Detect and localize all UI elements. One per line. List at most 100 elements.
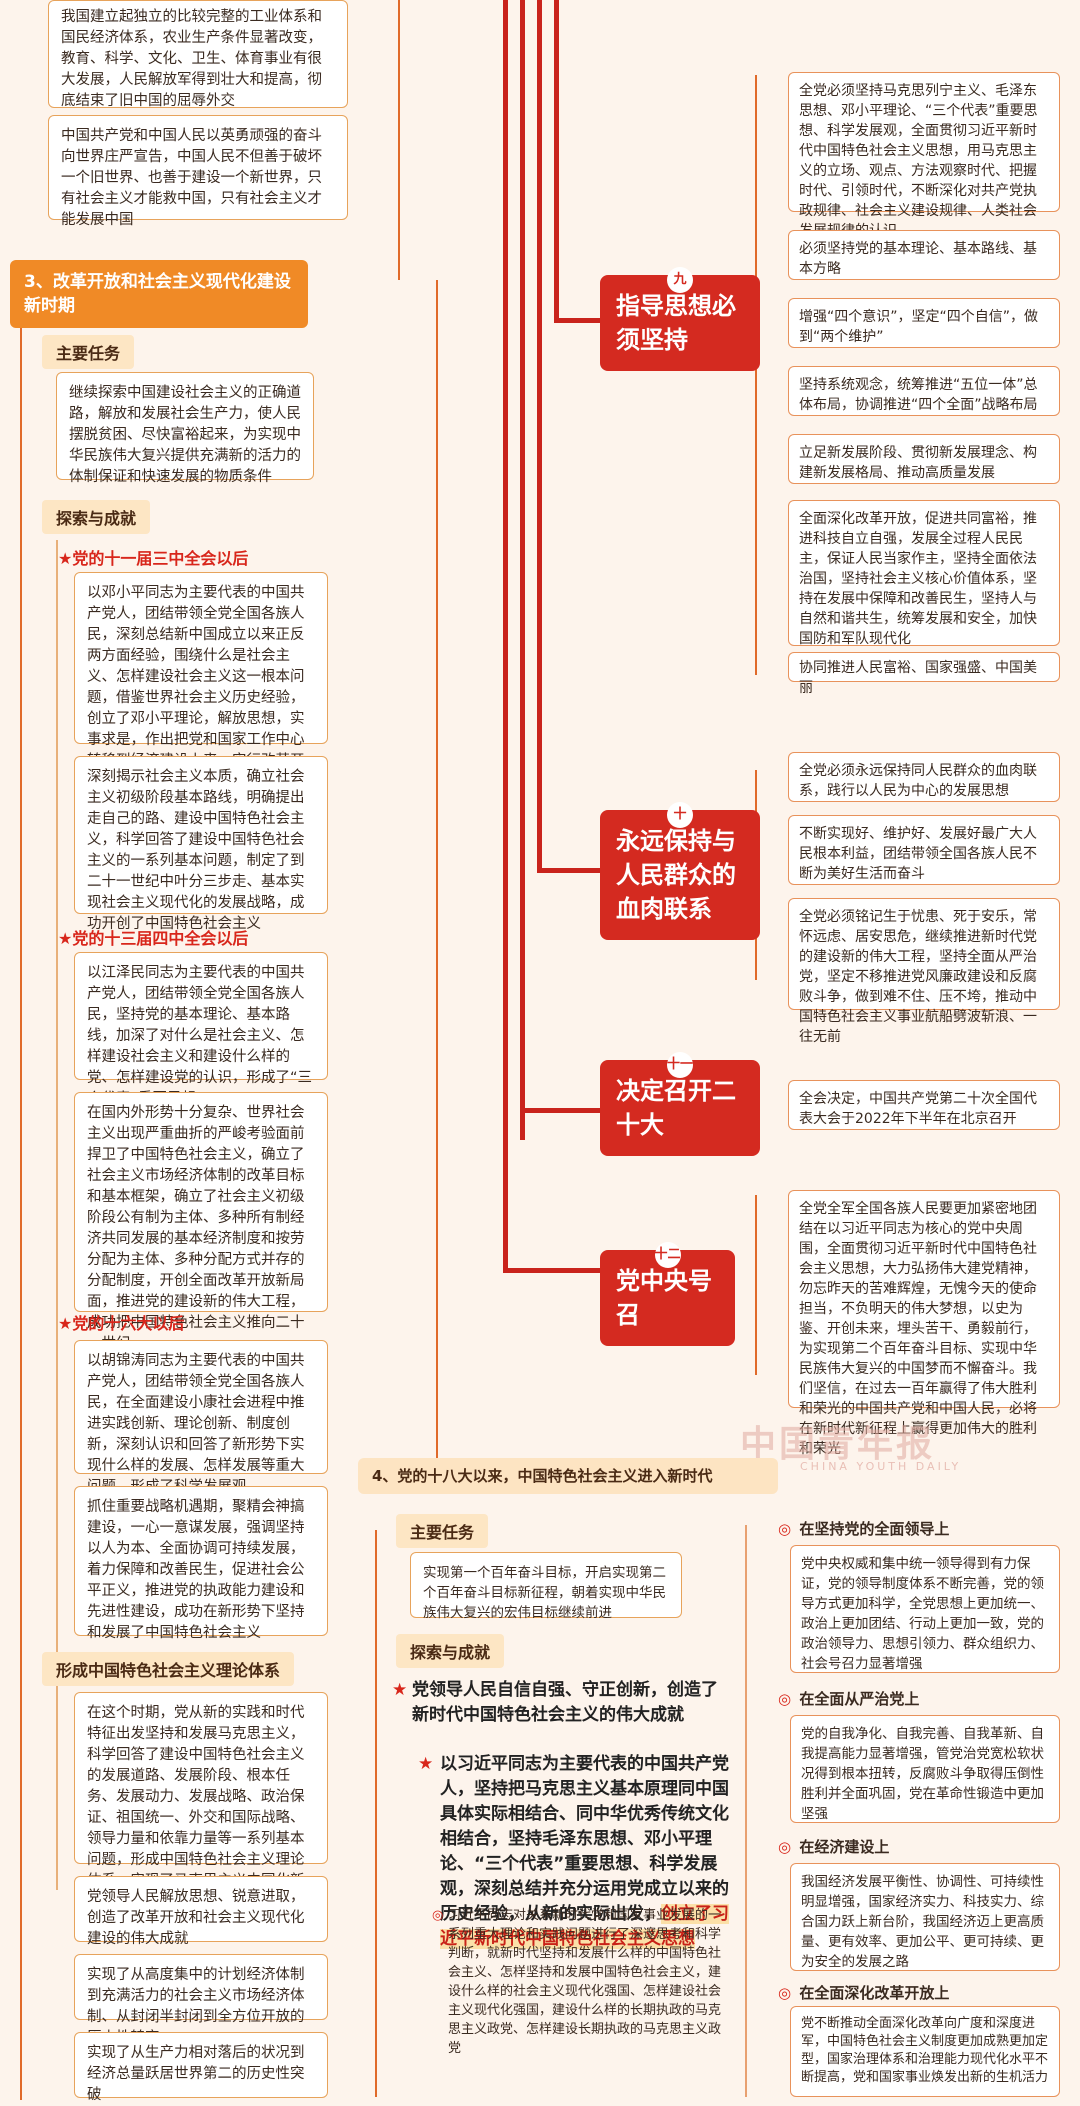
section3-explore-label: 探索与成就 [56, 509, 137, 528]
right11-box: 全会决定，中国共产党第二十次全国代表大会于2022年下半年在北京召开 [788, 1080, 1060, 1130]
sub2-box-2-text: 在国内外形势十分复杂、世界社会主义出现严重曲折的严峻考验面前捍卫了中国特色社会主… [87, 1105, 305, 1352]
right9-branch [755, 75, 757, 675]
left-top-box-1: 我国建立起独立的比较完整的工业体系和国民经济体系，农业生产条件显著改变，教育、科… [48, 0, 348, 109]
chapter-9-number: 九 [667, 267, 693, 293]
right9-box-6: 全面深化改革开放，促进共同富裕，推进科技自立自强，发展全过程人民民主，保证人民当… [788, 500, 1060, 647]
sub3-box-1: 以胡锦涛同志为主要代表的中国共产党人，团结带领全党全国各族人民，在全面建设小康社… [74, 1340, 328, 1495]
section3-sub-line [56, 540, 58, 1890]
section4-title-bar: 4、党的十八大以来，中国特色社会主义进入新时代 [358, 1458, 778, 1494]
theory-box-2: 党领导人民解放思想、锐意进取，创造了改革开放和社会主义现代化建设的伟大成就 [74, 1876, 328, 1947]
right9-box-2-text: 必须坚持党的基本理论、基本路线、基本方略 [799, 241, 1037, 277]
theory-box-1: 在这个时期，党从新的实践和时代特征出发坚持和发展马克思主义，科学回答了建设中国特… [74, 1692, 328, 1910]
chapter-10-title: 永远保持与人民群众的血肉联系 [616, 827, 736, 923]
main-red-trunk-4 [554, 0, 559, 320]
theory-label: 形成中国特色社会主义理论体系 [56, 1661, 281, 1680]
sub2-box-2: 在国内外形势十分复杂、世界社会主义出现严重曲折的严峻考验面前捍卫了中国特色社会主… [74, 1092, 328, 1352]
s4-right-head-2-text: 在全面从严治党上 [799, 1690, 920, 1708]
section4-star-2-text: 以习近平同志为主要代表的中国共产党人，坚持把马克思主义基本原理同中国具体实际相结… [440, 1754, 729, 1924]
chapter-10-number: 十 [667, 802, 693, 828]
section3-explore-tag: 探索与成就 [42, 500, 151, 534]
s4-right-box-2: 党的自我净化、自我完善、自我革新、自我提高能力显著增强，管党治党宽松软状况得到根… [790, 1715, 1060, 1823]
bullet-icon: ◎ [432, 1908, 444, 1923]
section4-task-label: 主要任务 [410, 1523, 475, 1542]
right10-box-2-text: 不断实现好、维护好、发展好最广大人民根本利益，团结带领全国各族人民不断为美好生活… [799, 826, 1037, 882]
chapter-11-title: 决定召开二十大 [616, 1077, 736, 1139]
right10-box-1: 全党必须永远保持同人民群众的血肉联系，践行以人民为中心的发展思想 [788, 752, 1060, 802]
s4-right-head-3-text: 在经济建设上 [799, 1838, 890, 1856]
right12-branch [755, 1195, 757, 1375]
theory-box-4: 实现了从生产力相对落后的状况到经济总量跃居世界第二的历史性突破 [74, 2032, 328, 2103]
theory-box-2-text: 党领导人民解放思想、锐意进取，创造了改革开放和社会主义现代化建设的伟大成就 [87, 1889, 305, 1947]
watermark-english: CHINA YOUTH DAILY [800, 1460, 962, 1473]
right9-box-5-text: 立足新发展阶段、贯彻新发展理念、构建新发展格局、推动高质量发展 [799, 445, 1037, 481]
section4-star-2-highlight: 创立了习近平新时代中国特色社会主义思想 [440, 1904, 729, 1949]
right10-box-2: 不断实现好、维护好、发展好最广大人民根本利益，团结带领全国各族人民不断为美好生活… [788, 815, 1060, 885]
right9-box-6-text: 全面深化改革开放，促进共同富裕，推进科技自立自强，发展全过程人民民主，保证人民当… [799, 511, 1037, 647]
right9-box-1-text: 全党必须坚持马克思列宁主义、毛泽东思想、邓小平理论、“三个代表”重要思想、科学发… [799, 83, 1038, 239]
left-spine-line-2 [436, 280, 438, 1470]
left-top-box-2: 中国共产党和中国人民以英勇顽强的奋斗向世界庄严宣告，中国人民不但善于破坏一个旧世… [48, 115, 348, 228]
right9-box-3-text: 增强“四个意识”，坚定“四个自信”，做到“两个维护” [799, 309, 1039, 345]
section3-task-text: 继续探索中国建设社会主义的正确道路，解放和发展社会生产力，使人民摆脱贫困、尽快富… [69, 385, 301, 485]
section4-task-box: 实现第一个百年奋斗目标，开启实现第二个百年奋斗目标新征程，朝着实现中华民族伟大复… [410, 1552, 682, 1621]
s4-right-box-4: 党不断推动全面深化改革向广度和深度进军，中国特色社会主义制度更加成熟更加定型，国… [790, 2006, 1060, 2097]
sub1-box-1: 以邓小平同志为主要代表的中国共产党人，团结带领全党全国各族人民，深刻总结新中国成… [74, 572, 328, 790]
chapter-12-title: 党中央号召 [616, 1267, 712, 1329]
chapter-11: 十一 决定召开二十大 [600, 1052, 760, 1156]
section4-explore-label: 探索与成就 [410, 1643, 491, 1662]
right9-box-4-text: 坚持系统观念，统筹推进“五位一体”总体布局，协调推进“四个全面”战略布局 [799, 377, 1038, 413]
main-red-trunk [503, 0, 508, 1270]
section4-star-1-text: 党领导人民自信自强、守正创新，创造了新时代中国特色社会主义的伟大成就 [412, 1680, 718, 1725]
right10-box-3: 全党必须铭记生于忧患、死于安乐，常怀远虑、居安思危，继续推进新时代党的建设新的伟… [788, 898, 1060, 1045]
star-icon-2: ★ [418, 1754, 434, 1774]
s4-right-head-4: 在全面深化改革开放上 [778, 1982, 949, 2003]
s4-right-box-3: 我国经济发展平衡性、协调性、可持续性明显增强，国家经济实力、科技实力、综合国力跃… [790, 1863, 1060, 1971]
section4-subpoint-text: 习近平同志对关系新时代党和国家事业发展的一系列重大理论和实践问题进行了深邃思考和… [448, 1908, 722, 2056]
section3-title: 3、改革开放和社会主义现代化建设新时期 [24, 272, 291, 316]
right9-box-7-text: 协同推进人民富裕、国家强盛、中国美丽 [799, 660, 1037, 696]
right12-box: 全党全军全国各族人民要更加紧密地团结在以习近平同志为核心的党中央周围，全面贯彻习… [788, 1190, 1060, 1457]
sub2-box-1: 以江泽民同志为主要代表的中国共产党人，团结带领全党全国各族人民，坚持党的基本理论… [74, 952, 328, 1107]
s4-right-head-4-text: 在全面深化改革开放上 [799, 1984, 950, 2002]
sub2-box-1-text: 以江泽民同志为主要代表的中国共产党人，团结带领全党全国各族人民，坚持党的基本理论… [87, 965, 313, 1107]
section4-explore-tag: 探索与成就 [396, 1634, 505, 1668]
red-to-c11 [520, 1108, 600, 1113]
sub1-box-2: 深刻揭示社会主义本质，确立社会主义初级阶段基本路线，明确提出走自己的路、建设中国… [74, 756, 328, 932]
right-section4-branch [745, 1525, 747, 2097]
chapter-11-number: 十一 [667, 1052, 693, 1078]
sub2-title: ★党的十三届四中全会以后 [58, 929, 249, 948]
sub3-box-2: 抓住重要战略机遇期，聚精会神搞建设，一心一意谋发展，强调坚持以人为本、全面协调可… [74, 1486, 328, 1641]
main-red-trunk-3 [537, 0, 542, 870]
sub3-box-2-text: 抓住重要战略机遇期，聚精会神搞建设，一心一意谋发展，强调坚持以人为本、全面协调可… [87, 1499, 305, 1641]
section3-task-box: 继续探索中国建设社会主义的正确道路，解放和发展社会生产力，使人民摆脱贫困、尽快富… [56, 372, 314, 485]
chapter-10: 十 永远保持与人民群众的血肉联系 [600, 802, 760, 940]
s4-right-box-2-text: 党的自我净化、自我完善、自我革新、自我提高能力显著增强，管党治党宽松软状况得到根… [801, 1726, 1044, 1822]
chapter-9-title: 指导思想必须坚持 [616, 292, 736, 354]
section3-task-tag: 主要任务 [42, 335, 135, 369]
s4-right-box-4-text: 党不断推动全面深化改革向广度和深度进军，中国特色社会主义制度更加成熟更加定型，国… [801, 2016, 1049, 2085]
section4-star-2: ★ 以习近平同志为主要代表的中国共产党人，坚持把马克思主义基本原理同中国具体实际… [418, 1752, 735, 1952]
sub1-title: ★党的十一届三中全会以后 [58, 549, 249, 568]
right9-box-5: 立足新发展阶段、贯彻新发展理念、构建新发展格局、推动高质量发展 [788, 434, 1060, 484]
s4-right-head-2: 在全面从严治党上 [778, 1688, 919, 1709]
left-top-box-1-text: 我国建立起独立的比较完整的工业体系和国民经济体系，农业生产条件显著改变，教育、科… [61, 9, 322, 109]
left-top-box-2-text: 中国共产党和中国人民以英勇顽强的奋斗向世界庄严宣告，中国人民不但善于破坏一个旧世… [61, 128, 322, 228]
s4-right-box-1: 党中央权威和集中统一领导得到有力保证，党的领导制度体系不断完善，党的领导方式更加… [790, 1545, 1060, 1673]
right9-box-7: 协同推进人民富裕、国家强盛、中国美丽 [788, 652, 1060, 696]
right10-box-3-text: 全党必须铭记生于忧患、死于安乐，常怀远虑、居安思危，继续推进新时代党的建设新的伟… [799, 909, 1037, 1045]
s4-right-head-3: 在经济建设上 [778, 1836, 889, 1857]
left-spine-line [398, 0, 400, 280]
right9-box-1: 全党必须坚持马克思列宁主义、毛泽东思想、邓小平理论、“三个代表”重要思想、科学发… [788, 72, 1060, 239]
chapter-12-number: 十二 [654, 1242, 681, 1268]
s4-right-box-1-text: 党中央权威和集中统一领导得到有力保证，党的领导制度体系不断完善，党的领导方式更加… [801, 1556, 1044, 1672]
section3-title-bar: 3、改革开放和社会主义现代化建设新时期 [10, 260, 308, 328]
red-to-c10 [537, 868, 600, 873]
section4-task-text: 实现第一个百年奋斗目标，开启实现第二个百年奋斗目标新征程，朝着实现中华民族伟大复… [423, 1565, 666, 1621]
right9-box-2: 必须坚持党的基本理论、基本路线、基本方略 [788, 230, 1060, 280]
section4-task-tag: 主要任务 [396, 1514, 489, 1548]
red-to-c12 [503, 1268, 600, 1273]
section4-title: 4、党的十八大以来，中国特色社会主义进入新时代 [372, 1467, 713, 1485]
chapter-9: 九 指导思想必须坚持 [600, 267, 760, 371]
section4-line [375, 1530, 377, 2097]
section3-task-label: 主要任务 [56, 344, 121, 363]
